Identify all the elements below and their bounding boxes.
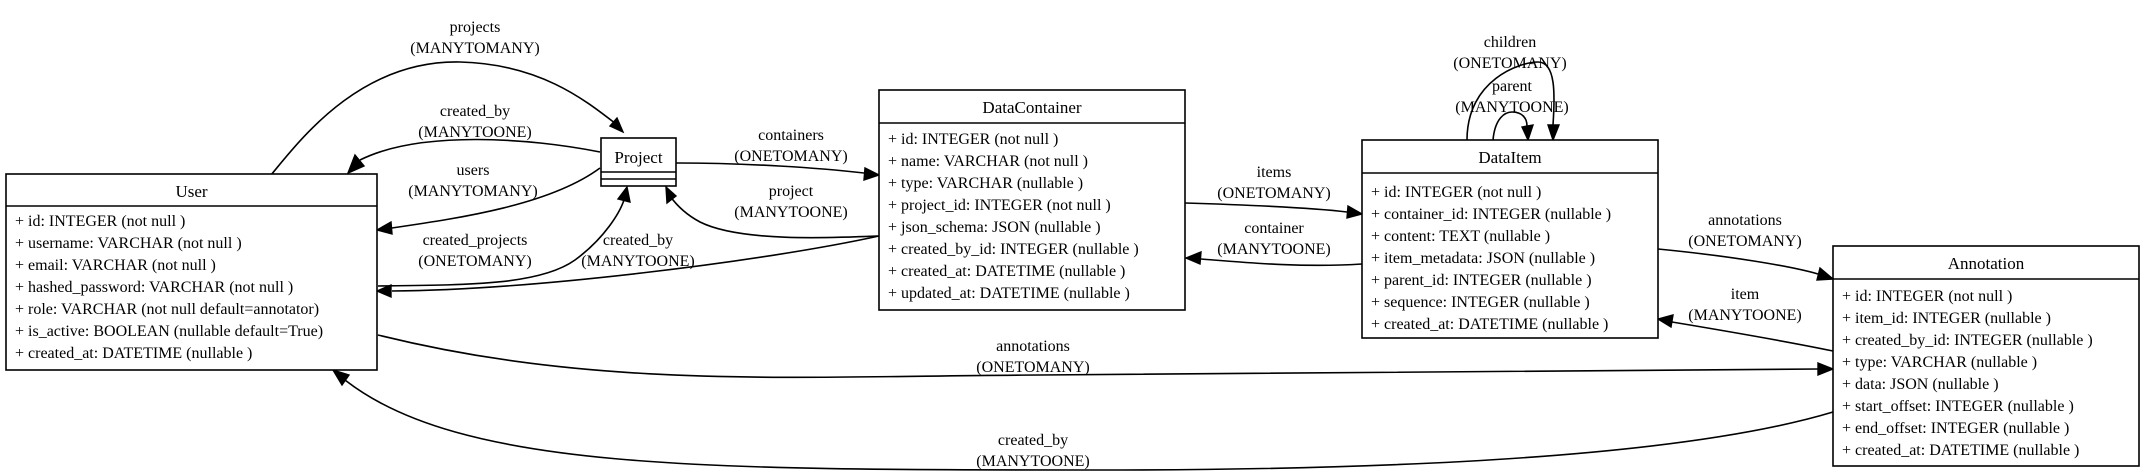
edge-project-created-by: created_by (MANYTOONE) [346,103,601,175]
entity-field: + sequence: INTEGER (nullable ) [1371,294,1590,311]
edge-label-type: (ONETOMANY) [734,148,847,165]
edge-dataitem-children: children (ONETOMANY) [1453,34,1567,143]
edge-user-annotations: annotations (ONETOMANY) [377,334,1835,379]
edge-label-type: (ONETOMANY) [418,253,531,270]
entity-user: User + id: INTEGER (not null ) + username… [5,173,378,371]
entity-field: + username: VARCHAR (not null ) [15,235,242,252]
entity-title: Annotation [1948,254,2025,273]
entity-title: Project [614,148,662,167]
edge-label-name: items [1257,164,1292,181]
edge-label-name: created_by [440,103,510,120]
edge-user-projects: projects (MANYTOMANY) [270,19,625,176]
edge-user-created-projects: created_projects (ONETOMANY) [377,185,631,287]
entity-field: + content: TEXT (nullable ) [1371,228,1550,245]
entity-field: + name: VARCHAR (not null ) [888,153,1088,170]
edge-label-name: annotations [1708,212,1782,229]
entity-field: + hashed_password: VARCHAR (not null ) [15,279,293,296]
entity-field: + created_by_id: INTEGER (nullable ) [888,241,1139,258]
edge-label-name: parent [1492,78,1533,95]
entity-field: + id: INTEGER (not null ) [888,131,1058,148]
edge-label-type: (MANYTOMANY) [410,40,539,57]
edge-label-type: (MANYTOONE) [1455,99,1568,116]
entity-field: + start_offset: INTEGER (nullable ) [1842,398,2074,415]
entity-field: + id: INTEGER (not null ) [1842,288,2012,305]
edge-label-type: (MANYTOMANY) [408,183,537,200]
entity-field: + updated_at: DATETIME (nullable ) [888,285,1130,302]
entity-field: + created_at: DATETIME (nullable ) [888,263,1125,280]
entity-field: + id: INTEGER (not null ) [1371,184,1541,201]
edge-label-type: (MANYTOONE) [976,453,1089,470]
entity-title: DataContainer [982,98,1081,117]
edge-dataitem-parent: parent (MANYTOONE) [1455,78,1569,142]
entity-field: + project_id: INTEGER (not null ) [888,197,1111,214]
edge-label-name: created_by [603,232,673,249]
edge-annotation-created-by: created_by (MANYTOONE) [331,368,1834,471]
entity-field: + type: VARCHAR (nullable ) [1842,354,2037,371]
edge-project-containers: containers (ONETOMANY) [675,127,881,181]
entity-field: + item_metadata: JSON (nullable ) [1371,250,1595,267]
entity-field: + item_id: INTEGER (nullable ) [1842,310,2051,327]
entity-field: + role: VARCHAR (not null default=annota… [15,301,319,318]
edge-label-name: created_by [998,432,1068,449]
edge-dataitem-container: container (MANYTOONE) [1184,220,1363,267]
edge-label-type: (MANYTOONE) [1688,307,1801,324]
edge-datacontainer-project: project (MANYTOONE) [665,183,880,239]
edge-label-type: (ONETOMANY) [1453,55,1566,72]
entity-field: + created_by_id: INTEGER (nullable ) [1842,332,2093,349]
edge-dataitem-annotations: annotations (ONETOMANY) [1657,212,1835,281]
edge-label-type: (ONETOMANY) [976,359,1089,376]
entity-field: + is_active: BOOLEAN (nullable default=T… [15,323,323,340]
edge-label-name: containers [758,127,824,144]
entity-dataitem: DataItem + id: INTEGER (not null ) + cont… [1361,139,1659,339]
entity-field: + data: JSON (nullable ) [1842,376,1999,393]
entity-field: + end_offset: INTEGER (nullable ) [1842,420,2069,437]
edge-label-type: (MANYTOONE) [418,124,531,141]
entity-field: + type: VARCHAR (nullable ) [888,175,1083,192]
entity-field: + created_at: DATETIME (nullable ) [1371,316,1608,333]
edge-label-name: created_projects [423,232,528,249]
entity-title: User [175,182,207,201]
edge-label-name: container [1244,220,1304,237]
entity-field: + email: VARCHAR (not null ) [15,257,216,274]
edge-label-name: annotations [996,338,1070,355]
entity-project: Project [600,137,677,187]
entity-field: + parent_id: INTEGER (nullable ) [1371,272,1592,289]
edge-label-type: (MANYTOONE) [734,204,847,221]
entity-annotation: Annotation + id: INTEGER (not null ) + it… [1832,245,2140,467]
edge-datacontainer-created-by: created_by (MANYTOONE) [375,232,880,299]
edge-label-name: item [1731,286,1760,303]
entity-title: DataItem [1478,148,1541,167]
edge-label-name: project [769,183,814,200]
entity-field: + container_id: INTEGER (nullable ) [1371,206,1611,223]
entity-field: + id: INTEGER (not null ) [15,213,185,230]
entity-field: + json_schema: JSON (nullable ) [888,219,1101,236]
entity-field: + created_at: DATETIME (nullable ) [15,345,252,362]
edge-label-name: children [1484,34,1536,51]
entity-field: + created_at: DATETIME (nullable ) [1842,442,2079,459]
edge-label-type: (MANYTOONE) [1217,241,1330,258]
edge-label-type: (ONETOMANY) [1217,185,1330,202]
edge-label-type: (ONETOMANY) [1688,233,1801,250]
entity-datacontainer: DataContainer + id: INTEGER (not null ) +… [878,89,1186,311]
edge-label-name: projects [450,19,501,36]
edge-label-type: (MANYTOONE) [581,253,694,270]
edge-label-name: users [457,162,490,179]
edge-annotation-item: item (MANYTOONE) [1656,286,1834,352]
edge-project-users: users (MANYTOMANY) [375,162,601,235]
edge-datacontainer-items: items (ONETOMANY) [1184,164,1364,219]
